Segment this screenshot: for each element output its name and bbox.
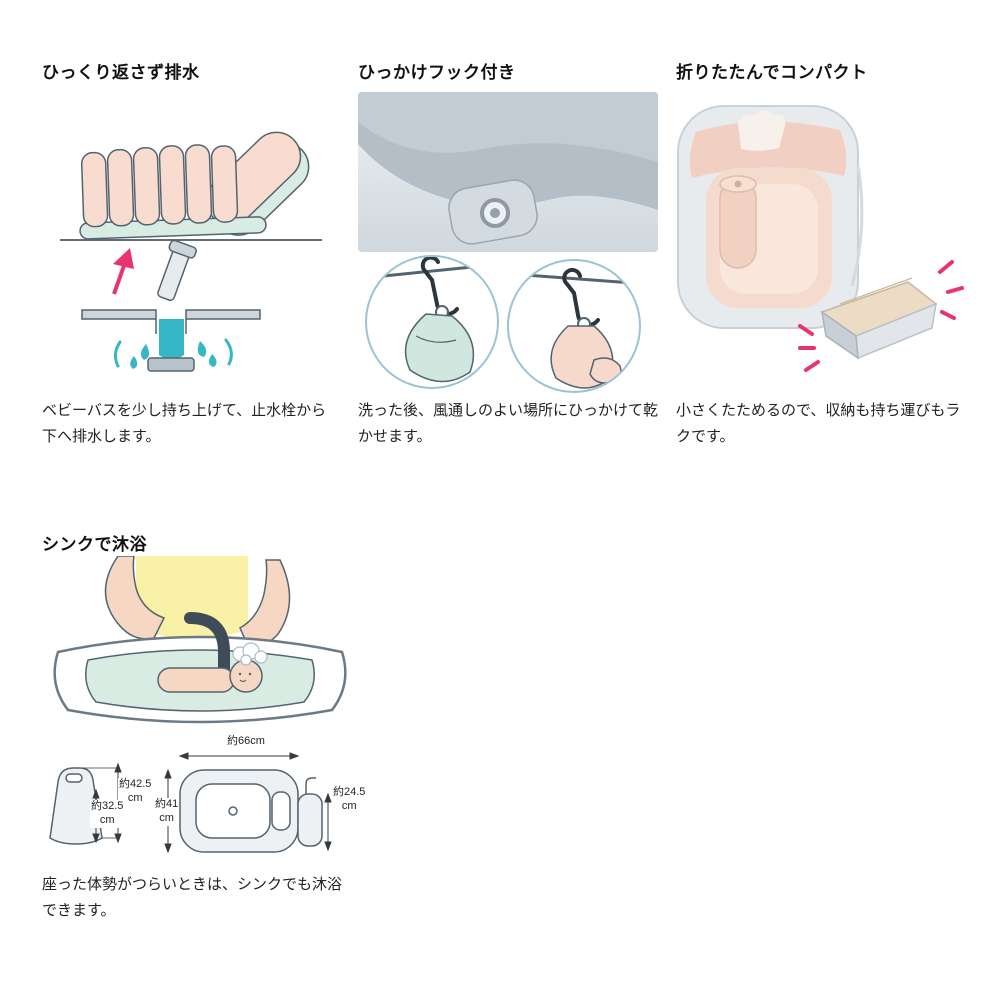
feature-title-compact: 折りたたんでコンパクト <box>676 63 868 82</box>
inflated-bath <box>677 105 864 329</box>
folded-bath <box>820 277 938 360</box>
baby-bath-side-view <box>79 131 310 240</box>
dim-arrow-end <box>324 792 332 852</box>
sink-description: 座った体勢がつらいときは、シンクでも沐浴できます。 <box>42 876 343 919</box>
soap-bubbles <box>232 642 268 666</box>
drain-diagram <box>81 239 261 372</box>
dim-label-length: 約41 cm <box>154 798 180 826</box>
feature-title-drain: ひっくり返さず排水 <box>42 63 200 82</box>
water-splash <box>130 319 217 369</box>
dim-label-back-height: 約42.5 cm <box>118 778 153 806</box>
fold-photo <box>677 105 964 372</box>
water-stopper <box>157 239 197 301</box>
hanging-bath-mint <box>404 313 475 383</box>
hook-photo <box>358 92 658 252</box>
profile-view <box>49 767 103 845</box>
feature-desc-drain: ベビーバスを少し持ち上げて、止水栓から下へ排水します。 <box>42 402 327 445</box>
faucet <box>184 612 230 678</box>
hand <box>589 357 622 384</box>
feature-desc-compact: 小さくたためるので、収納も持ち運びもラクです。 <box>676 402 961 445</box>
top-view <box>179 769 299 853</box>
dim-label-front-height: 約32.5 cm <box>90 800 125 828</box>
feature-title-hook: ひっかけフック付き <box>358 63 516 82</box>
sink-illustration <box>53 556 347 724</box>
drain-grate <box>147 357 195 372</box>
dim-label-width: 約66cm <box>200 735 292 749</box>
pillow-roll <box>719 175 757 269</box>
drain-illustration <box>60 131 322 372</box>
feature-desc-hook: 洗った後、風通しのよい場所にひっかけて乾かせます。 <box>358 402 659 445</box>
dimension-diagram <box>49 752 332 854</box>
emphasis-marks <box>798 260 964 372</box>
end-view <box>297 777 323 847</box>
dim-label-wall-height: 約24.5 cm <box>332 786 367 814</box>
baby <box>157 642 268 693</box>
lift-arrow-icon <box>112 248 134 295</box>
sink-section-title: シンクで沐浴 <box>42 535 147 554</box>
hanging-examples <box>365 255 641 393</box>
